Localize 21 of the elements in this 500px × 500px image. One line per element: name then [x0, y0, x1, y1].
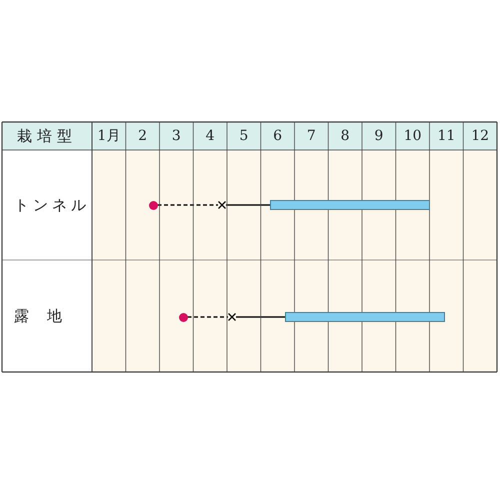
header-cell: 1月: [92, 122, 126, 150]
planting-cross: [218, 201, 226, 209]
harvest-bar: [270, 200, 430, 210]
header-cell: 9: [362, 122, 396, 150]
header-cell: 11: [430, 122, 464, 150]
connector-line: [236, 316, 285, 318]
header-cell: 6: [260, 122, 294, 150]
header-cell: 8: [328, 122, 362, 150]
header-cell: 12: [463, 122, 497, 150]
header-cell: 3: [160, 122, 194, 150]
header-cell: 4: [193, 122, 227, 150]
dashed-line: [158, 204, 218, 206]
connector-line: [226, 204, 270, 206]
header-cell: 10: [396, 122, 430, 150]
header-cell: 5: [227, 122, 261, 150]
header-cell: 2: [126, 122, 160, 150]
planting-cross: [228, 313, 236, 321]
header-cell: 栽培型: [2, 122, 92, 150]
harvest-bar: [285, 312, 445, 322]
header-cell: 7: [294, 122, 328, 150]
dashed-line: [188, 316, 228, 318]
